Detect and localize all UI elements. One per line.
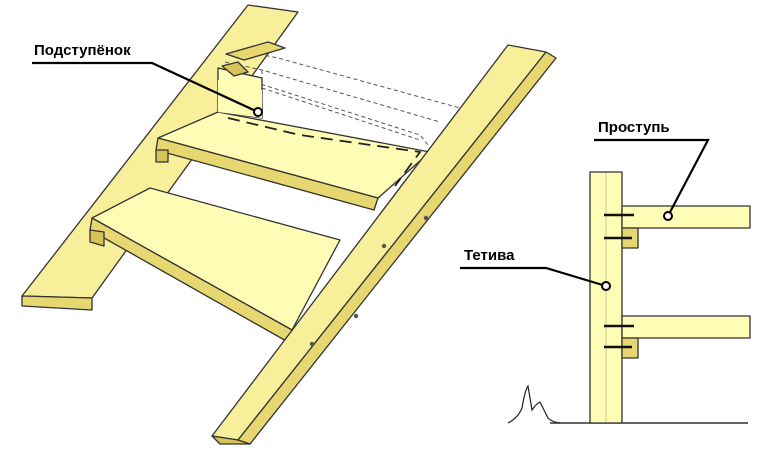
leader-riser xyxy=(32,61,259,113)
section-tread-upper xyxy=(621,205,751,229)
leader-stringer xyxy=(460,266,607,288)
upper-tread-cleat xyxy=(155,149,169,163)
top-bracket xyxy=(225,41,286,61)
stringer-holes xyxy=(309,215,429,347)
hidden-riser-line xyxy=(227,117,422,187)
stair-section: Проступь Тетива xyxy=(460,119,751,424)
upper-tread-front xyxy=(155,137,379,211)
ghost-top-step xyxy=(224,49,461,151)
label-tread: Проступь xyxy=(598,119,670,136)
lower-tread-cleat xyxy=(89,229,105,247)
riser-bracket xyxy=(221,61,249,77)
leader-tread-dot xyxy=(663,211,673,221)
leader-tread xyxy=(594,138,710,217)
lower-tread xyxy=(91,187,341,331)
left-stringer-edge xyxy=(21,295,93,311)
leader-stringer-dot xyxy=(601,281,611,291)
label-riser: Подступёнок xyxy=(34,42,131,59)
grass-tuft xyxy=(507,384,561,424)
right-stringer-bottom xyxy=(211,435,251,445)
section-tread-lower xyxy=(621,315,751,339)
stair-isometric: Подступёнок xyxy=(21,4,557,445)
leader-riser-dot xyxy=(253,107,263,117)
label-stringer: Тетива xyxy=(464,247,515,264)
